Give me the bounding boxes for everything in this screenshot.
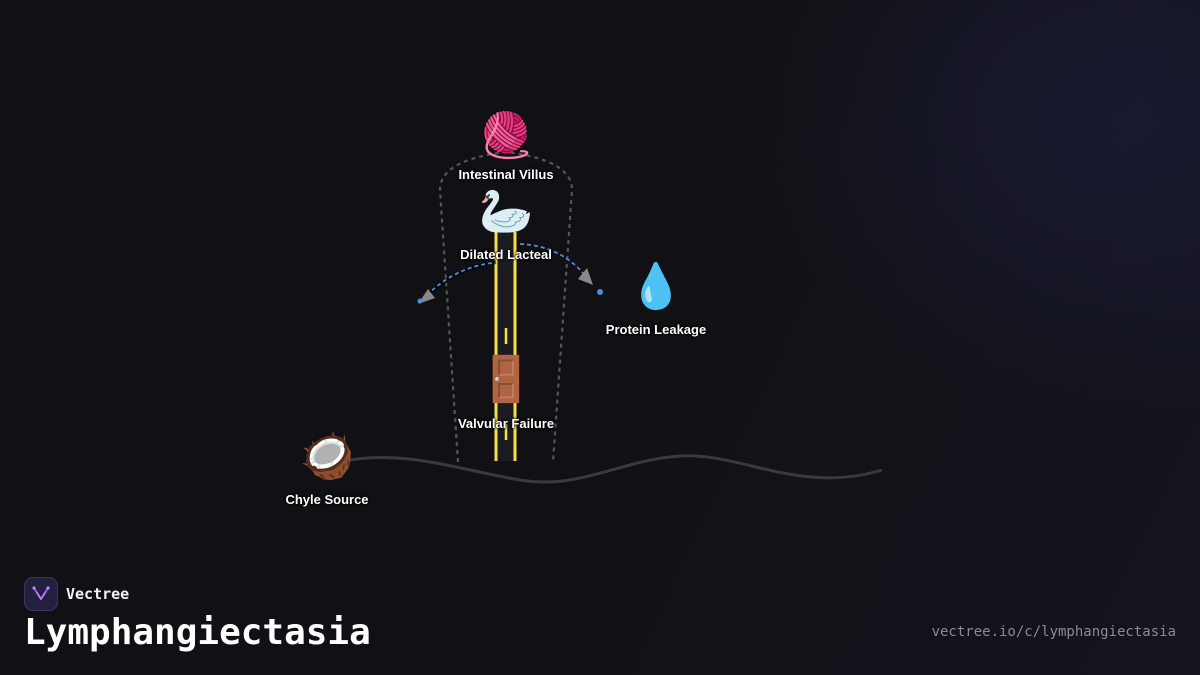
door-icon: 🚪 [478, 354, 534, 405]
lacteal-channel [496, 232, 516, 461]
page-title: Lymphangiectasia [24, 612, 371, 653]
yarn-ball-icon: 🧶 [478, 110, 534, 161]
leak-arc-right [519, 243, 591, 283]
intestinal-wave-line [339, 454, 883, 484]
droplet-icon: 💧 [628, 261, 684, 312]
coconut-icon: 🥥 [299, 431, 355, 482]
node-label-chyle-source: Chyle Source [285, 492, 369, 507]
page-url-link[interactable]: vectree.io/c/lymphangiectasia [931, 624, 1176, 640]
leak-arc-left-shadow [422, 260, 497, 300]
leak-arrowhead-right [578, 268, 593, 285]
node-label-protein-leakage: Protein Leakage [605, 322, 707, 337]
swan-icon: 🦢 [478, 186, 534, 237]
brand-name: Vectree [66, 585, 130, 603]
node-label-dilated-lacteal: Dilated Lacteal [460, 247, 552, 262]
node-label-valvular-failure: Valvular Failure [457, 416, 555, 431]
brand[interactable]: Vectree [24, 577, 129, 611]
leak-arc-left [421, 262, 493, 301]
node-label-intestinal-villus: Intestinal Villus [458, 167, 554, 182]
villus-outline [438, 150, 574, 463]
leak-dot-left [417, 298, 423, 304]
leak-dot-right [597, 289, 603, 295]
vectree-logo-icon [24, 577, 58, 611]
